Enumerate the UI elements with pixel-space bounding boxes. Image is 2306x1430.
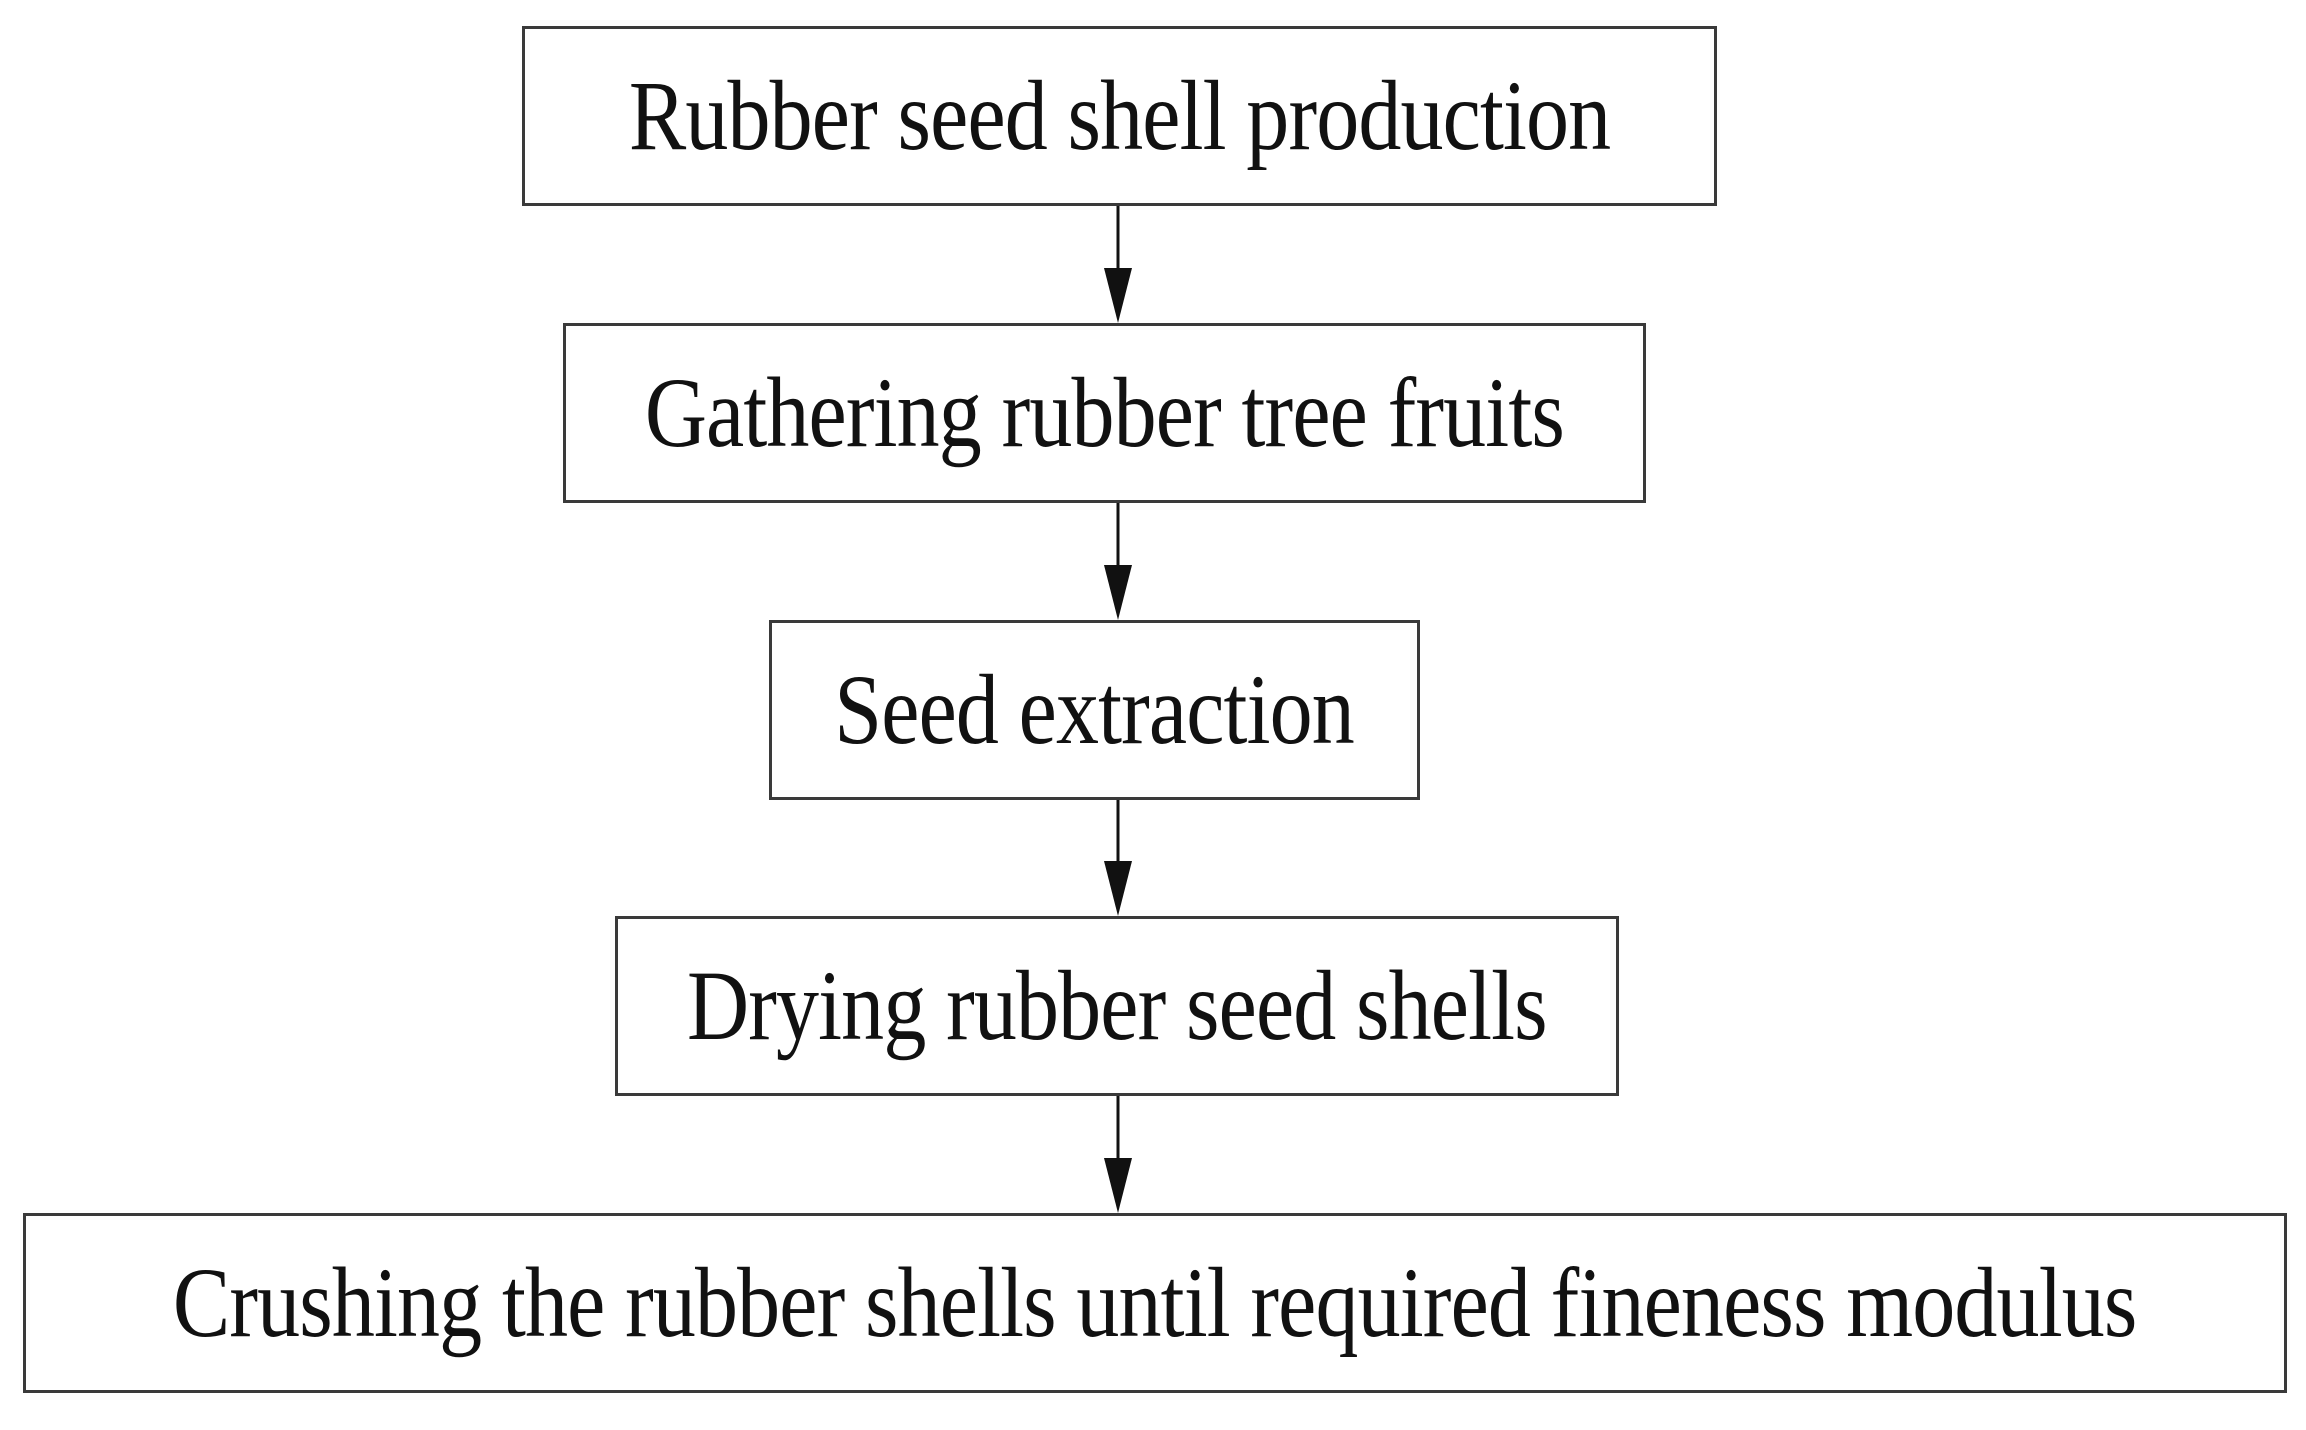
arrow-3-4	[1104, 800, 1132, 916]
step-rubber-seed-shell-production: Rubber seed shell production	[522, 26, 1717, 206]
step-gathering-rubber-tree-fruits: Gathering rubber tree fruits	[563, 323, 1646, 503]
step-label: Drying rubber seed shells	[687, 950, 1548, 1061]
arrow-2-3	[1104, 503, 1132, 620]
arrow-4-5	[1104, 1096, 1132, 1213]
step-label: Crushing the rubber shells until require…	[173, 1247, 2138, 1358]
step-drying-rubber-seed-shells: Drying rubber seed shells	[615, 916, 1619, 1096]
step-label: Gathering rubber tree fruits	[644, 357, 1565, 468]
step-label: Seed extraction	[834, 654, 1355, 765]
arrow-1-2	[1104, 206, 1132, 323]
step-seed-extraction: Seed extraction	[769, 620, 1420, 800]
step-crushing-rubber-shells: Crushing the rubber shells until require…	[23, 1213, 2287, 1393]
step-label: Rubber seed shell production	[628, 60, 1611, 171]
